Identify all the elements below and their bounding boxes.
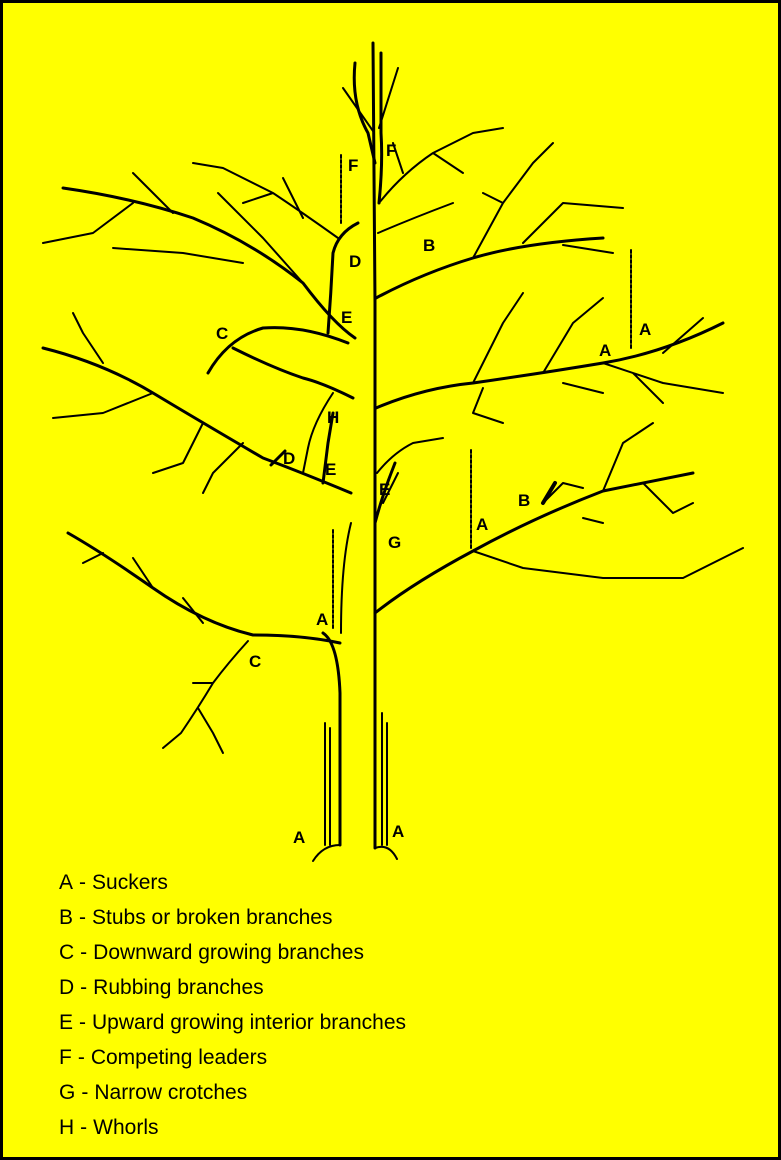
branch-mid-left: [43, 348, 351, 493]
branch-upper-left: [63, 188, 355, 338]
legend-description: Competing leaders: [91, 1046, 267, 1069]
legend-key: F: [59, 1046, 72, 1069]
root-left: [313, 845, 340, 861]
legend-key: D: [59, 976, 74, 999]
sucker-base-right: [382, 713, 387, 845]
marker-f-right: F: [386, 141, 396, 160]
marker-d-lower: D: [283, 449, 295, 468]
marker-e-upper: E: [341, 308, 352, 327]
branch-downward-upper: [208, 328, 348, 373]
marker-e-lower-right: E: [379, 480, 390, 499]
legend: A-Suckers B-Stubs or broken branches C-D…: [59, 865, 406, 1145]
legend-item-g: G-Narrow crotches: [59, 1075, 406, 1110]
trunk-inner-line: [341, 523, 351, 633]
leader-fork: [343, 68, 398, 131]
marker-b-lower: B: [518, 491, 530, 510]
legend-description: Narrow crotches: [94, 1081, 247, 1104]
legend-description: Whorls: [93, 1116, 158, 1139]
root-right: [375, 847, 397, 859]
legend-description: Suckers: [92, 871, 168, 894]
branch-lower-left: [68, 533, 340, 643]
legend-item-h: H-Whorls: [59, 1110, 406, 1145]
marker-a-base-left: A: [293, 828, 305, 847]
legend-key: A: [59, 871, 73, 894]
legend-item-a: A-Suckers: [59, 865, 406, 900]
legend-description: Stubs or broken branches: [92, 906, 332, 929]
branch-upper-right: [376, 238, 603, 298]
marker-a-mid-right: A: [476, 515, 488, 534]
sucker-base-left: [325, 723, 330, 845]
branch-lower-right-sub: [473, 423, 743, 578]
marker-a-right-1: A: [599, 341, 611, 360]
marker-a-base-right: A: [392, 822, 404, 841]
legend-key: B: [59, 906, 73, 929]
legend-description: Downward growing branches: [93, 941, 364, 964]
legend-item-e: E-Upward growing interior branches: [59, 1005, 406, 1040]
legend-item-d: D-Rubbing branches: [59, 970, 406, 1005]
legend-key: E: [59, 1011, 73, 1034]
branch-mid-right-sub: [473, 293, 723, 423]
branch-lower-right: [375, 473, 693, 613]
legend-key: C: [59, 941, 74, 964]
branch-top-right: [378, 128, 503, 233]
marker-c-upper: C: [216, 324, 228, 343]
branch-downward-lower: [163, 641, 248, 753]
marker-d-upper: D: [349, 252, 361, 271]
legend-description: Upward growing interior branches: [92, 1011, 406, 1034]
marker-f-left: F: [348, 156, 358, 175]
branch-upper-right-sub: [473, 143, 623, 258]
marker-a-right-2: A: [639, 320, 651, 339]
marker-b-upper: B: [423, 236, 435, 255]
legend-key: H: [59, 1116, 74, 1139]
legend-item-c: C-Downward growing branches: [59, 935, 406, 970]
marker-c-lower: C: [249, 652, 261, 671]
legend-item-f: F-Competing leaders: [59, 1040, 406, 1075]
marker-h-center: H: [327, 408, 339, 427]
legend-description: Rubbing branches: [93, 976, 263, 999]
branch-lower-left-sub: [83, 553, 203, 623]
marker-e-lower-left: E: [325, 460, 336, 479]
branch-mid-right: [376, 323, 723, 408]
branch-whorl: [233, 348, 353, 398]
legend-item-b: B-Stubs or broken branches: [59, 900, 406, 935]
legend-key: G: [59, 1081, 75, 1104]
marker-g-center: G: [388, 533, 401, 552]
branch-mid-left-sub: [53, 313, 243, 493]
marker-a-mid-left: A: [316, 610, 328, 629]
